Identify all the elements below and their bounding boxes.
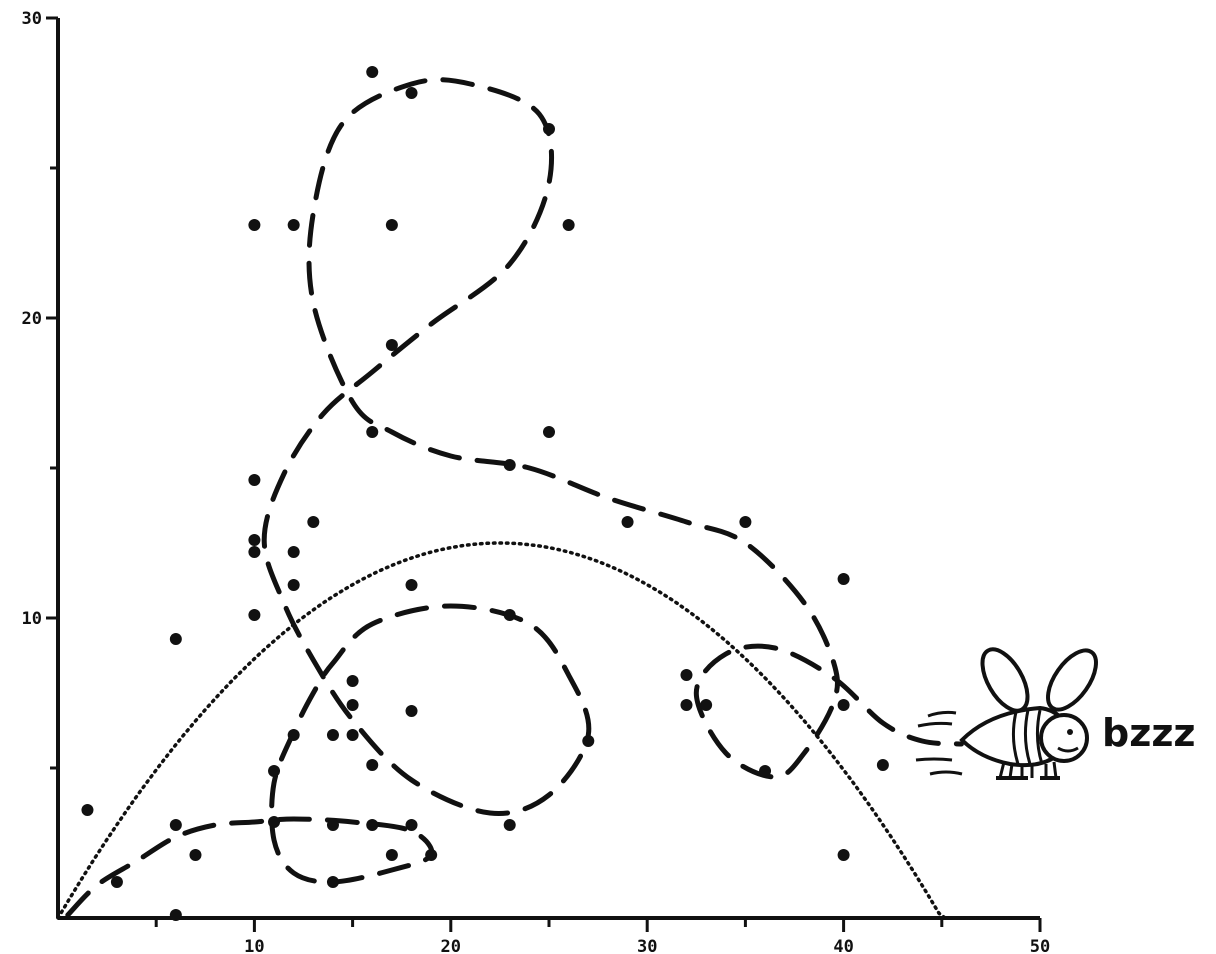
data-point bbox=[248, 546, 261, 558]
bee-legs bbox=[998, 761, 1058, 779]
axes: 10 20 30 40 50 10 20 30 bbox=[22, 9, 1051, 954]
data-point bbox=[287, 546, 300, 558]
x-tick-label: 40 bbox=[833, 937, 853, 954]
data-point bbox=[366, 426, 379, 438]
data-point bbox=[326, 876, 339, 888]
x-tick-label: 20 bbox=[441, 937, 461, 954]
bee-drawing bbox=[915, 647, 1098, 780]
data-point bbox=[543, 426, 555, 438]
data-point bbox=[503, 819, 516, 831]
data-point bbox=[385, 339, 398, 351]
data-point bbox=[405, 705, 418, 717]
data-point bbox=[169, 633, 182, 645]
x-tick-label: 30 bbox=[637, 937, 657, 954]
data-point bbox=[287, 579, 300, 591]
speed-line bbox=[917, 721, 953, 728]
data-point bbox=[405, 87, 418, 99]
curve-line bbox=[56, 541, 1013, 920]
data-point bbox=[248, 534, 261, 546]
data-point bbox=[169, 819, 182, 831]
data-point bbox=[543, 123, 555, 135]
speed-line bbox=[927, 710, 957, 718]
data-point bbox=[385, 849, 398, 861]
data-point bbox=[837, 849, 850, 861]
data-point bbox=[680, 669, 693, 681]
data-point bbox=[562, 219, 575, 231]
data-point bbox=[287, 219, 300, 231]
bee-eye bbox=[1067, 729, 1073, 735]
data-point bbox=[503, 609, 516, 621]
x-tick-label: 50 bbox=[1030, 937, 1050, 954]
data-point bbox=[346, 675, 359, 687]
data-point bbox=[268, 765, 281, 777]
bee-stripe bbox=[1035, 709, 1044, 765]
data-point bbox=[405, 819, 418, 831]
data-point bbox=[876, 759, 889, 771]
data-point bbox=[425, 849, 438, 861]
data-point bbox=[110, 876, 123, 888]
data-point bbox=[366, 819, 379, 831]
data-point bbox=[346, 729, 359, 741]
data-point bbox=[680, 699, 693, 711]
bzzz-annotation: bzzz bbox=[1102, 711, 1196, 755]
data-point bbox=[759, 765, 772, 777]
bee-smile bbox=[1057, 746, 1079, 753]
data-point bbox=[739, 516, 752, 528]
data-point bbox=[700, 699, 713, 711]
data-point bbox=[366, 66, 379, 78]
data-point bbox=[169, 909, 182, 921]
bee-wing-right bbox=[1046, 648, 1098, 712]
data-point bbox=[837, 699, 850, 711]
data-point bbox=[326, 819, 339, 831]
data-points bbox=[81, 66, 889, 921]
y-tick-label: 30 bbox=[22, 9, 42, 29]
data-point bbox=[81, 804, 94, 816]
data-point bbox=[248, 219, 261, 231]
flight-path bbox=[65, 77, 964, 918]
speed-line bbox=[929, 770, 963, 776]
data-point bbox=[189, 849, 202, 861]
dotted-curve bbox=[56, 541, 1013, 920]
data-point bbox=[248, 474, 261, 486]
bee-stripe bbox=[1023, 709, 1032, 765]
data-point bbox=[837, 573, 850, 585]
data-point bbox=[503, 459, 516, 471]
data-point bbox=[248, 609, 261, 621]
data-point bbox=[268, 816, 281, 828]
data-point bbox=[287, 729, 300, 741]
dashed-path bbox=[65, 77, 964, 918]
y-tick-label: 10 bbox=[22, 609, 42, 629]
data-point bbox=[621, 516, 634, 528]
speed-line bbox=[915, 757, 953, 762]
data-point bbox=[346, 699, 359, 711]
data-point bbox=[307, 516, 320, 528]
bee-wing-left bbox=[980, 647, 1030, 713]
x-tick-label: 10 bbox=[244, 937, 264, 954]
data-point bbox=[366, 759, 379, 771]
data-point bbox=[405, 579, 418, 591]
data-point bbox=[326, 729, 339, 741]
data-point bbox=[385, 219, 398, 231]
bee-stripe bbox=[1011, 711, 1020, 765]
annotations: bzzz bbox=[1102, 711, 1196, 755]
bee-head bbox=[1039, 713, 1089, 763]
data-point bbox=[582, 735, 595, 747]
y-tick-label: 20 bbox=[22, 309, 42, 329]
